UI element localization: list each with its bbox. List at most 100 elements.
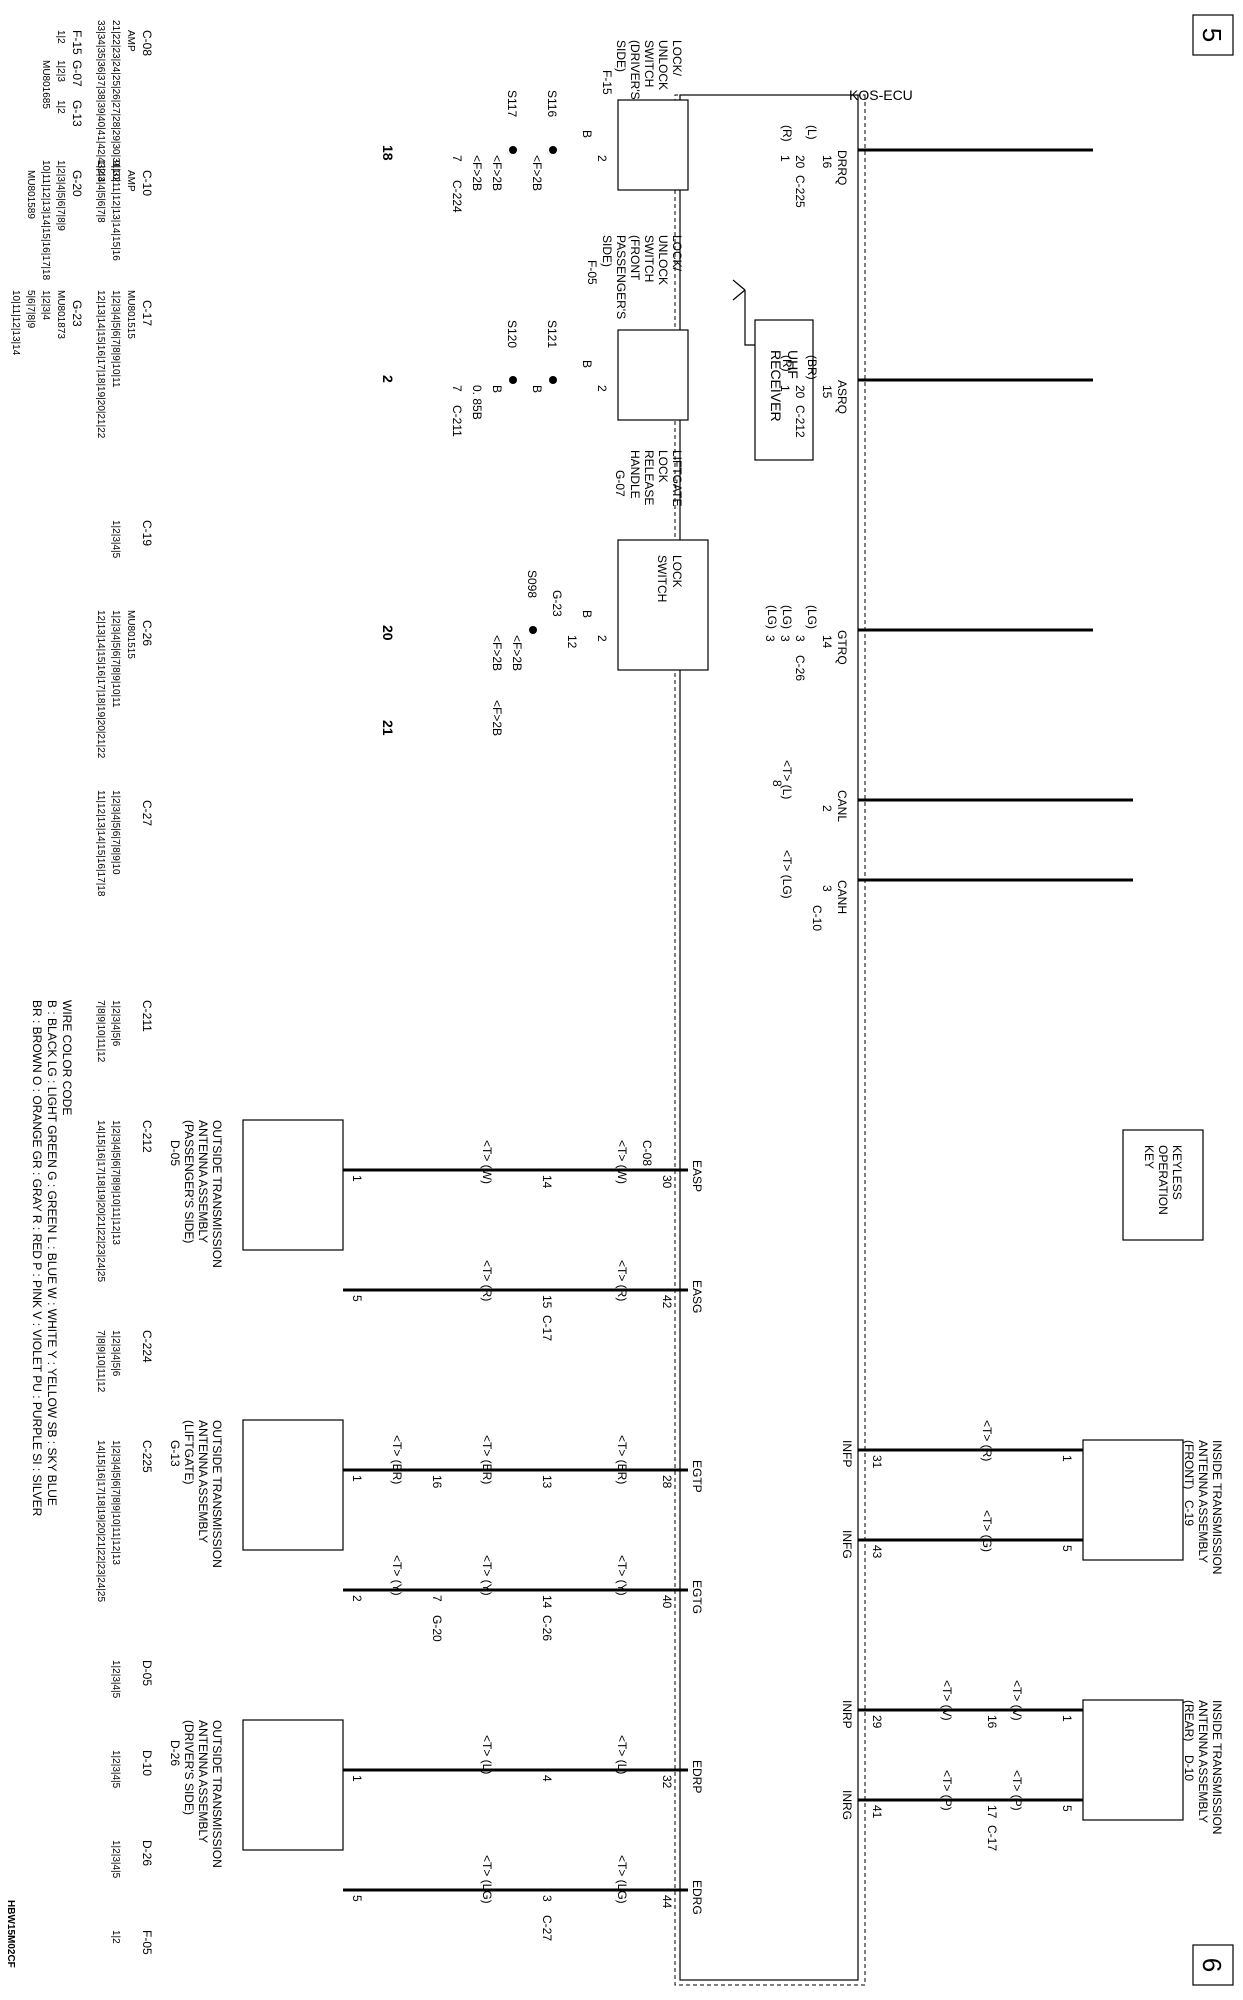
gtrq-gnd-a: 20 <box>380 625 396 641</box>
conn-c27-r2: 11|12|13|14|15|16|17|18 <box>95 790 106 897</box>
lift-p14: 14 <box>540 1595 554 1609</box>
conn-c10-r2: 1|2|3|4|5|6|7|8 <box>95 160 106 223</box>
inside-front-infg: INFG <box>840 1530 854 1559</box>
asrq-switch-box <box>617 329 689 421</box>
pass-easg: EASG <box>690 1280 704 1313</box>
asrq-b-b: B <box>490 385 504 393</box>
conn-f05-p: 1|2 <box>110 1930 121 1944</box>
inside-rear-p41: 41 <box>870 1805 884 1819</box>
asrq-title-conn: F-05 <box>585 260 599 285</box>
lift-g20: G-20 <box>430 1615 444 1642</box>
conn-c08: C-08 <box>140 30 154 56</box>
gtrq-sw-pin2: 3 <box>778 635 792 642</box>
asrq-gnd-num: 2 <box>380 375 396 383</box>
drv-title-3: (DRIVER'S SIDE) <box>182 1720 196 1815</box>
conn-c26: C-26 <box>140 620 154 646</box>
gtrq-title-1: LIFTGATE <box>670 450 684 506</box>
pass-p15: 15 <box>540 1295 554 1309</box>
drrq-title-2: UNLOCK <box>656 40 670 90</box>
conn-c225-r1: 1|2|3|4|5|6|7|8|9|10|11|12|13 <box>110 1440 121 1565</box>
conn-g23: G-23 <box>70 300 84 327</box>
drrq-sw-pin1: 20 <box>793 155 807 169</box>
conn-c212-r2: 14|15|16|17|18|19|20|21|22|23|24|25 <box>95 1120 106 1282</box>
uhf-receiver-box <box>754 319 814 461</box>
asrq-s-a: S121 <box>545 320 559 348</box>
conn-c212-r1: 1|2|3|4|5|6|7|8|9|10|11|12|13 <box>110 1120 121 1245</box>
drrq-conn: C-225 <box>793 175 807 208</box>
can-canh: CANH <box>835 880 849 914</box>
asrq-b-c: 0. 85B <box>470 385 484 420</box>
pass-title-3: (PASSENGER'S SIDE) <box>182 1120 196 1243</box>
conn-c17: C-17 <box>140 300 154 326</box>
figure-id: HBW15M02CF <box>5 1900 16 1968</box>
conn-c10-r1: 9|10|11|12|13|14|15|16 <box>110 160 121 261</box>
conn-g07-p: 1|2|3 <box>55 60 66 82</box>
conn-c212: C-212 <box>140 1120 154 1153</box>
drv-l1: <T> (L) <box>615 1735 629 1774</box>
lift-br2: <T> (BR) <box>480 1435 494 1484</box>
drrq-b-color: B <box>580 130 594 138</box>
inside-rear-c-p1: <T> (P) <box>1010 1770 1024 1811</box>
pass-pin-a: 1 <box>350 1175 364 1182</box>
asrq-title-1: LOCK/ <box>670 235 684 272</box>
uhf-antenna-icon <box>732 279 755 346</box>
conn-d05: D-05 <box>140 1660 154 1686</box>
asrq-gnd-pin: 7 <box>450 385 464 392</box>
lift-title-2: ANTENNA ASSEMBLY <box>196 1420 210 1543</box>
asrq-gnd-conn: C-211 <box>450 405 464 437</box>
inside-rear-inrg: INRG <box>840 1790 854 1820</box>
drrq-pin: 16 <box>820 155 834 169</box>
conn-g23-r2: 5|6|7|8|9 <box>25 290 36 329</box>
conn-mu-b: MU801589 <box>25 170 36 219</box>
conn-c224-r2: 7|8|9|10|11|12 <box>95 1330 106 1393</box>
inside-front-title-3: (FRONT) <box>1182 1440 1196 1489</box>
lift-ant-box <box>242 1419 344 1551</box>
gtrq-sw-1: LOCK <box>670 555 684 588</box>
drrq-switch-box <box>617 99 689 191</box>
pass-c17: C-17 <box>540 1315 554 1341</box>
gtrq-color3: (LG) <box>765 605 779 629</box>
conn-c26-r2: 12|13|14|15|16|17|18|19|20|21|22 <box>95 610 106 759</box>
inside-rear-p17: 17 <box>985 1805 999 1819</box>
page-number-top-box <box>1192 14 1234 56</box>
asrq-sw-pin1: 20 <box>793 385 807 399</box>
lift-p28: 28 <box>660 1475 674 1489</box>
keyless-label-1: KEYLESS <box>1170 1145 1184 1200</box>
inside-rear-inrp: INRP <box>840 1700 854 1729</box>
drrq-splice-a <box>549 146 557 154</box>
asrq-title-2: UNLOCK <box>656 235 670 285</box>
gtrq-f2b-b: <F>2B <box>490 635 504 671</box>
uhf-label-2: RECEIVER <box>768 350 784 422</box>
conn-amp-a: AMP <box>125 30 136 52</box>
can-pin-l: 2 <box>820 805 834 812</box>
gtrq-g23: G-23 <box>550 590 564 617</box>
wire-code-title: WIRE COLOR CODE <box>60 1000 74 1115</box>
page-number-bottom-box <box>1192 1944 1234 1986</box>
inside-rear-c17: C-17 <box>985 1825 999 1851</box>
inside-rear-title-3: (REAR) <box>1182 1700 1196 1741</box>
keyless-label-3: KEY <box>1142 1145 1156 1169</box>
gtrq-splice <box>529 626 537 634</box>
conn-c19: C-19 <box>140 520 154 546</box>
lift-br1: <T> (BR) <box>615 1435 629 1484</box>
conn-c08-r2: 33|34|35|36|37|38|39|40|41|42|43|44 <box>95 20 106 182</box>
lift-egtg: EGTG <box>690 1580 704 1614</box>
ecu-name: KOS-ECU <box>849 87 913 103</box>
inside-front-box <box>1082 1439 1184 1561</box>
conn-g07: G-07 <box>70 60 84 87</box>
conn-d26: D-26 <box>140 1840 154 1866</box>
inside-rear-pin-a: 1 <box>1060 1715 1074 1722</box>
drv-p32: 32 <box>660 1775 674 1789</box>
inside-rear-box <box>1082 1699 1184 1821</box>
gtrq-b-pin: 2 <box>595 635 609 642</box>
inside-front-conn: C-19 <box>1182 1500 1196 1526</box>
gtrq-f2b-c: <F>2B <box>490 700 504 736</box>
drv-lg1: <T> (LG) <box>615 1855 629 1904</box>
conn-c17-r1: 1|2|3|4|5|6|7|8|9|10|11 <box>110 290 121 388</box>
gtrq-color: (LG) <box>805 605 819 629</box>
connector-legend: C-08 AMP 21|22|23|24|25|26|27|28|29|30|3… <box>10 20 154 1955</box>
asrq-sw-pin2: 1 <box>778 385 792 392</box>
inside-rear-title-2: ANTENNA ASSEMBLY <box>1196 1700 1210 1823</box>
conn-c225: C-225 <box>140 1440 154 1473</box>
